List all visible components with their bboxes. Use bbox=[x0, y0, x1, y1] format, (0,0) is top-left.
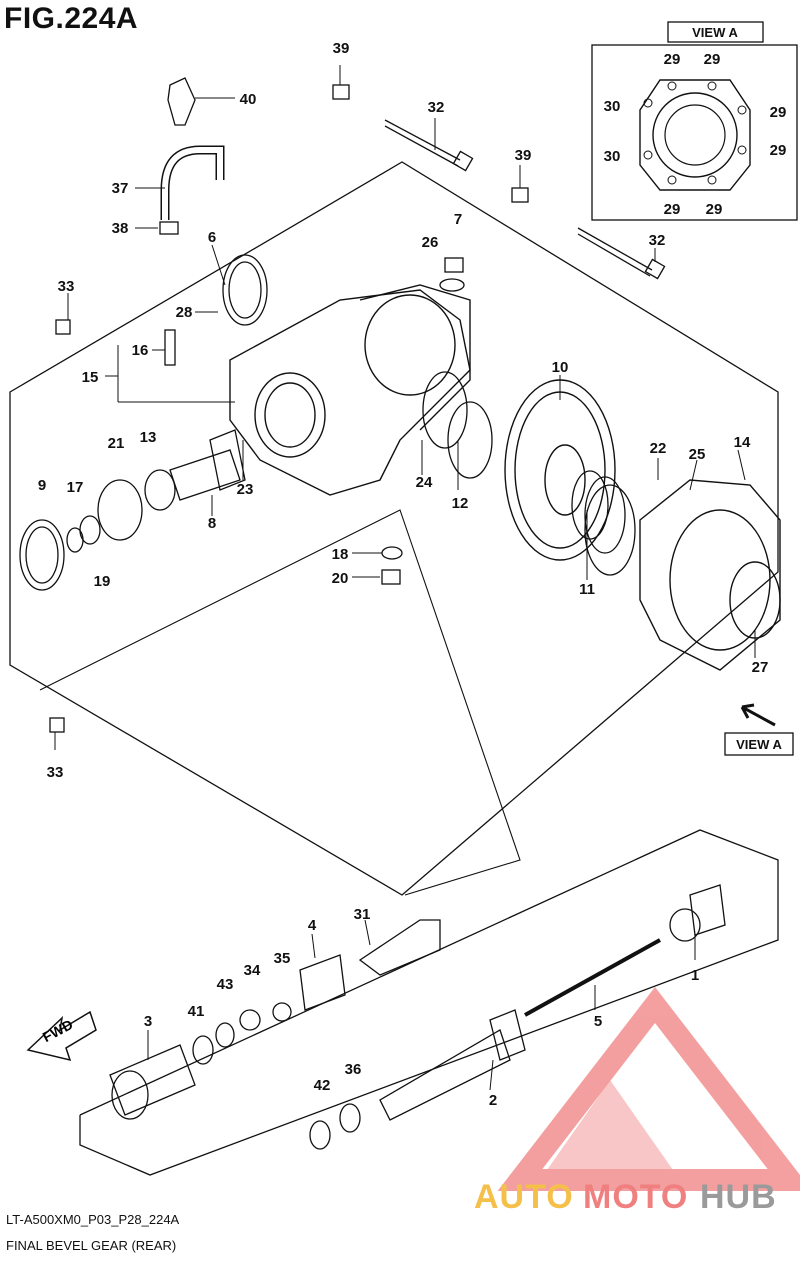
view-a-title: VIEW A bbox=[692, 25, 738, 40]
part-label-43: 43 bbox=[217, 976, 234, 993]
model-code: LT-A500XM0_P03_P28_224A bbox=[6, 1212, 180, 1227]
part-label-34: 34 bbox=[244, 962, 261, 979]
part-label-11: 11 bbox=[579, 581, 595, 598]
bolts bbox=[49, 84, 666, 733]
part-label-18: 18 bbox=[332, 546, 349, 563]
pin-16 bbox=[164, 329, 176, 366]
part-label-33-a: 33 bbox=[58, 278, 75, 295]
part-label-20: 20 bbox=[332, 570, 349, 587]
part-label-17: 17 bbox=[67, 479, 84, 496]
part-label-12: 12 bbox=[452, 495, 469, 512]
part-label-38: 38 bbox=[112, 220, 129, 237]
part-label-10: 10 bbox=[552, 359, 569, 376]
view-a-box bbox=[591, 44, 798, 221]
rear-cover bbox=[639, 479, 781, 671]
view-a-label-29-c: 29 bbox=[770, 104, 787, 121]
part-label-39-a: 39 bbox=[333, 40, 350, 57]
view-a-label-29-e: 29 bbox=[664, 201, 681, 218]
part-label-40: 40 bbox=[240, 91, 257, 108]
part-label-27: 27 bbox=[752, 659, 769, 676]
part-label-16: 16 bbox=[132, 342, 149, 359]
part-label-1: 1 bbox=[691, 967, 699, 984]
part-label-26: 26 bbox=[422, 234, 439, 251]
part-label-23: 23 bbox=[237, 481, 254, 498]
part-label-32-a: 32 bbox=[428, 99, 445, 116]
shaft-group-outline bbox=[79, 829, 779, 1176]
watermark-hub: HUB bbox=[700, 1178, 777, 1216]
part-label-33-b: 33 bbox=[47, 764, 64, 781]
part-label-41: 41 bbox=[188, 1003, 205, 1020]
watermark-auto: AUTO bbox=[474, 1178, 574, 1216]
part-label-8: 8 bbox=[208, 515, 216, 532]
clip-40 bbox=[167, 77, 196, 126]
drive-shaft-parts bbox=[109, 884, 726, 1150]
part-label-19: 19 bbox=[94, 573, 111, 590]
view-a-label-30-b: 30 bbox=[604, 148, 621, 165]
part-label-25: 25 bbox=[689, 446, 706, 463]
part-label-24: 24 bbox=[416, 474, 433, 491]
part-label-28: 28 bbox=[176, 304, 193, 321]
fwd-arrow-icon: FWD bbox=[26, 1010, 97, 1062]
part-label-7: 7 bbox=[454, 211, 462, 228]
view-a-label-30-a: 30 bbox=[604, 98, 621, 115]
view-a-flange bbox=[639, 79, 751, 191]
part-label-42: 42 bbox=[314, 1077, 331, 1094]
view-a-label-29-d: 29 bbox=[770, 142, 787, 159]
view-a-arrow-icon bbox=[740, 703, 776, 727]
ring-gear bbox=[504, 379, 616, 561]
part-label-4: 4 bbox=[308, 917, 317, 934]
clamp-38 bbox=[159, 221, 179, 235]
part-label-39-b: 39 bbox=[515, 147, 532, 164]
part-label-22: 22 bbox=[650, 440, 667, 457]
part-label-32-b: 32 bbox=[649, 232, 666, 249]
part-label-37: 37 bbox=[112, 180, 129, 197]
housing-group-outline bbox=[9, 161, 779, 896]
view-a-pointer-box bbox=[724, 732, 794, 756]
figure-title: FIG.224A bbox=[4, 2, 139, 35]
view-a-pointer-label: VIEW A bbox=[736, 737, 782, 752]
view-a-label-29-f: 29 bbox=[706, 201, 723, 218]
leader-lines bbox=[54, 65, 756, 1091]
view-a-title-box bbox=[667, 21, 764, 43]
watermark-logo bbox=[497, 986, 800, 1191]
bearings bbox=[19, 254, 636, 591]
view-a-label-29-a: 29 bbox=[664, 51, 681, 68]
part-label-3: 3 bbox=[144, 1013, 152, 1030]
watermark-text: AUTO MOTO HUB bbox=[474, 1178, 777, 1216]
bracket-line bbox=[39, 509, 521, 896]
view-a-label-29-b: 29 bbox=[704, 51, 721, 68]
part-label-6: 6 bbox=[208, 229, 216, 246]
part-label-31: 31 bbox=[354, 906, 371, 923]
part-label-21: 21 bbox=[108, 435, 125, 452]
part-label-35: 35 bbox=[274, 950, 291, 967]
part-label-15: 15 bbox=[82, 369, 99, 386]
part-label-5: 5 bbox=[594, 1013, 602, 1030]
pinion-gear bbox=[169, 429, 246, 501]
figure-name: FINAL BEVEL GEAR (REAR) bbox=[6, 1238, 177, 1253]
part-label-2: 2 bbox=[489, 1092, 497, 1109]
part-label-9: 9 bbox=[38, 477, 46, 494]
gear-housing bbox=[229, 284, 471, 496]
part-label-14: 14 bbox=[734, 434, 751, 451]
part-label-36: 36 bbox=[345, 1061, 362, 1078]
part-labels: 1 2 3 4 5 6 7 8 9 10 11 12 13 14 15 16 1… bbox=[38, 40, 769, 1109]
part-label-13: 13 bbox=[140, 429, 157, 446]
watermark-moto: MOTO bbox=[583, 1178, 688, 1216]
